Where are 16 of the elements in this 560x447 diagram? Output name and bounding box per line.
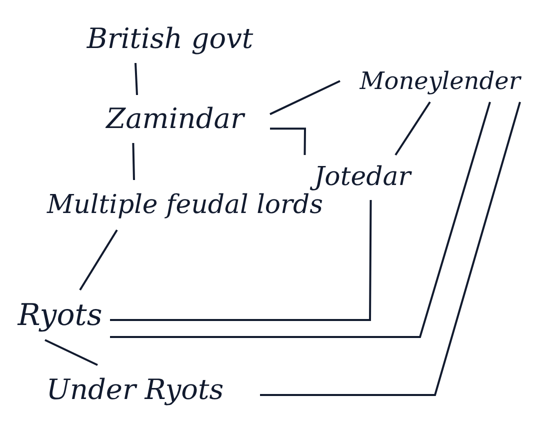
connector-line: [110, 200, 372, 321]
connector-line: [260, 102, 521, 396]
node-label: Ryots: [18, 298, 102, 332]
connector-line: [44, 339, 98, 366]
node-label: Under Ryots: [46, 374, 224, 406]
node-label: Zamindar: [106, 104, 244, 134]
node-label: British govt: [86, 24, 254, 54]
node-label: Multiple feudal lords: [47, 190, 323, 220]
connector-line: [134, 62, 138, 96]
connector-line: [110, 102, 491, 338]
connector-line: [394, 101, 431, 156]
connector-line: [270, 128, 306, 155]
connector-line: [132, 142, 135, 180]
connector-line: [270, 80, 340, 116]
connector-line: [79, 229, 118, 291]
node-label: Moneylender: [360, 68, 520, 94]
